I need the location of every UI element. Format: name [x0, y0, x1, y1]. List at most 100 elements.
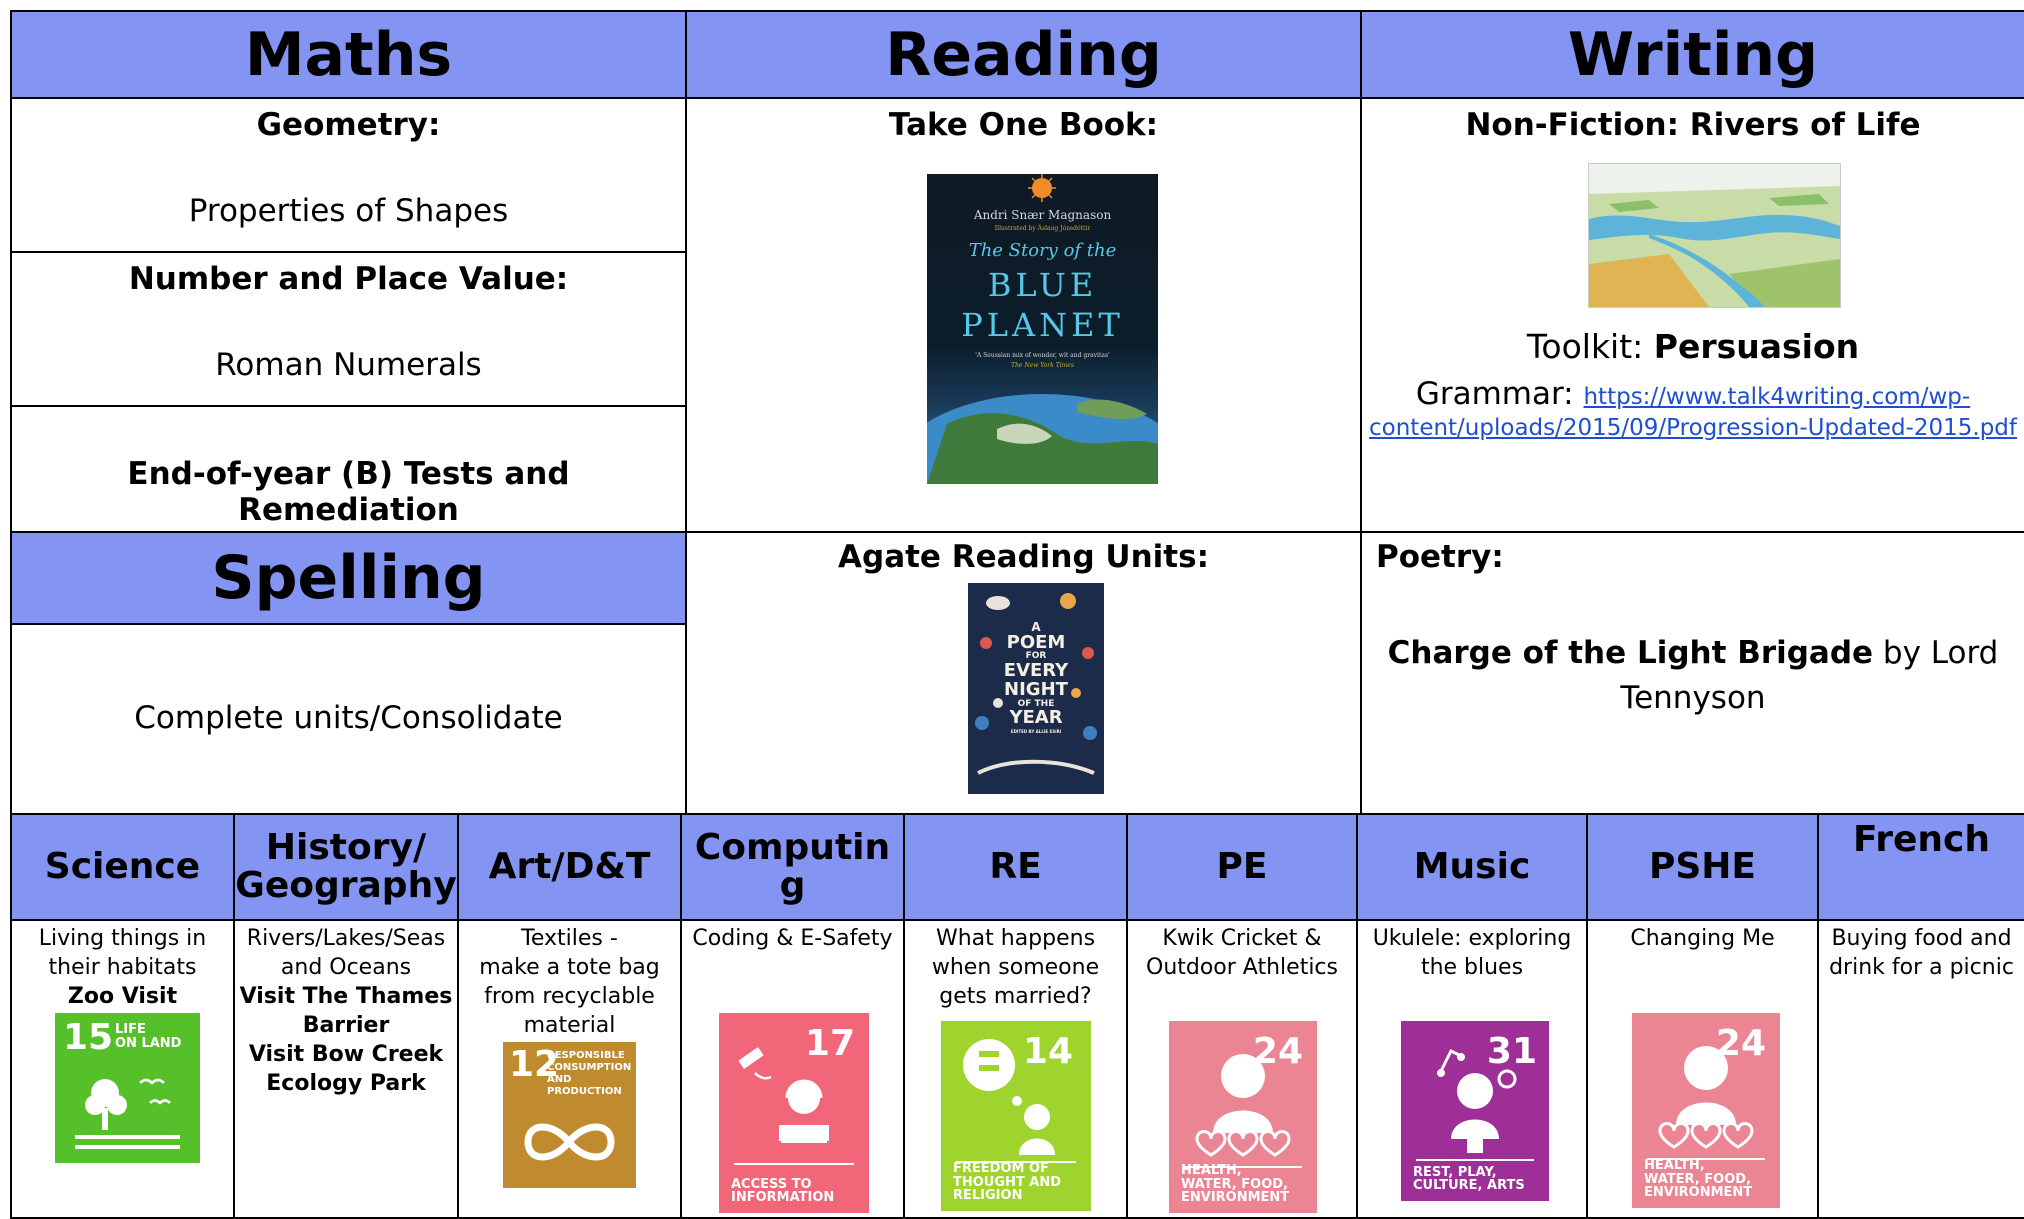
music-title: Music	[1413, 846, 1531, 888]
re-header: RE	[903, 813, 1128, 921]
book1-title-line1: The Story of the	[968, 240, 1117, 261]
music-line2: the blues	[1420, 955, 1524, 981]
maths-number-cell: Number and Place Value: Roman Numerals	[10, 251, 687, 407]
right24a-cap1: HEALTH,	[1181, 1163, 1242, 1179]
sdg15-text1: LIFE	[115, 1022, 146, 1037]
pshe-header: PSHE	[1586, 813, 1819, 921]
right24a-cap3: ENVIRONMENT	[1181, 1190, 1290, 1206]
sdg15-art	[75, 1078, 180, 1149]
pe-title: PE	[1216, 846, 1268, 888]
science-header: Science	[10, 813, 235, 921]
reading-header: Reading	[685, 10, 1362, 99]
art-line1: Textiles -	[521, 926, 618, 951]
science-bold1: Zoo Visit	[67, 984, 178, 1010]
poem-editor: EDITED BY ALLIE ESIRI	[1010, 729, 1062, 735]
poem-by-line1: by Lord	[1873, 635, 1999, 671]
french-header: French	[1817, 813, 2024, 921]
right14-cap3: RELIGION	[953, 1188, 1023, 1204]
re-title: RE	[989, 846, 1042, 888]
pe-line1: Kwik Cricket &	[1162, 926, 1322, 951]
geometry-heading: Geometry:	[256, 107, 441, 143]
poem-line1: A	[1031, 620, 1041, 634]
reading-agate-cell: Agate Reading Units: A POEM FOR EVERY NI…	[685, 531, 1362, 815]
computing-line1: Coding & E-Safety	[692, 926, 893, 951]
re-line2: when someone	[931, 955, 1100, 981]
writing-nonfiction-cell: Non-Fiction: Rivers of Life Toolkit: Per…	[1360, 97, 2024, 533]
agate-heading: Agate Reading Units:	[838, 539, 1209, 575]
writing-title: Writing	[1567, 19, 1819, 90]
french-line2: drink for a picnic	[1829, 955, 2014, 981]
book1-illustrator: Illustrated by Áslaug Jónsdóttir	[994, 225, 1091, 232]
science-line1: Living things in	[38, 926, 207, 951]
river-landscape-art	[1589, 164, 1840, 307]
pe-line2: Outdoor Athletics	[1146, 955, 1338, 981]
french-title: French	[1852, 819, 1991, 860]
sdg15-life-on-land-icon: 15 LIFE ON LAND	[55, 1013, 200, 1163]
grammar-link-line2[interactable]: content/uploads/2015/09/Progression-Upda…	[1369, 415, 2017, 442]
right24a-cap2: WATER, FOOD,	[1181, 1176, 1288, 1192]
reading-take-one-cell: Take One Book: Andri Snær Magnason Illus…	[685, 97, 1362, 533]
river-landscape-image	[1588, 163, 1841, 308]
book1-title-line2: BLUE	[987, 266, 1098, 304]
right31-cap2: CULTURE, ARTS	[1413, 1178, 1525, 1194]
art-line2: make a tote bag	[479, 955, 660, 981]
sdg12-infinity-art	[524, 1123, 615, 1161]
right24b-cap3: ENVIRONMENT	[1644, 1185, 1753, 1201]
right31-cap1: REST, PLAY,	[1413, 1164, 1497, 1180]
maths-header: Maths	[10, 10, 687, 99]
computing-cell: Coding & E-Safety 17 ACCESS TO INFORMATI…	[680, 919, 905, 1219]
right17-cap2: INFORMATION	[731, 1190, 835, 1206]
right14-number: 14	[1022, 1031, 1073, 1072]
sdg15-text2: ON LAND	[115, 1036, 182, 1052]
music-line1: Ukulele: exploring	[1372, 926, 1572, 951]
blue-planet-art	[927, 174, 1158, 484]
poem-book-cover: A POEM FOR EVERY NIGHT OF THE YEAR EDITE…	[968, 583, 1104, 794]
right31-number: 31	[1486, 1031, 1537, 1072]
reading-title: Reading	[885, 19, 1162, 90]
number-heading: Number and Place Value:	[128, 261, 569, 297]
french-line1: Buying food and	[1831, 926, 2012, 951]
french-cell: Buying food and drink for a picnic	[1817, 919, 2024, 1219]
book1-quote: 'A Seussian mix of wonder, wit and gravi…	[975, 352, 1110, 359]
poetry-heading: Poetry:	[1376, 539, 1504, 575]
sdg12-text3: AND PRODUCTION	[547, 1074, 622, 1097]
computing-header: Computin g	[680, 813, 905, 921]
spelling-cell: Complete units/Consolidate	[10, 623, 687, 815]
history-title-line1: History/	[265, 827, 427, 869]
pshe-line1: Changing Me	[1630, 926, 1775, 951]
pshe-title: PSHE	[1648, 846, 1757, 888]
grammar-link-line1[interactable]: https://www.talk4writing.com/wp-	[1583, 384, 1971, 410]
right17-art	[734, 1047, 854, 1165]
blue-planet-book-cover: Andri Snær Magnason Illustrated by Áslau…	[927, 174, 1158, 484]
poem-line3: FOR	[1025, 651, 1047, 662]
maths-title: Maths	[244, 19, 453, 90]
poem-line5: NIGHT	[1004, 678, 1068, 700]
music-header: Music	[1356, 813, 1588, 921]
right14-cap2: THOUGHT AND	[953, 1174, 1062, 1190]
right17-cap1: ACCESS TO	[731, 1176, 812, 1192]
spelling-content: Complete units/Consolidate	[134, 700, 563, 736]
music-cell: Ukulele: exploring the blues 31 REST, PL…	[1356, 919, 1588, 1219]
right14-cap1: FREEDOM OF	[953, 1161, 1049, 1177]
right31-rest-play-culture-icon: 31 REST, PLAY, CULTURE, ARTS	[1401, 1021, 1549, 1201]
history-line2: and Oceans	[280, 955, 412, 981]
science-line2: their habitats	[48, 955, 197, 981]
poem-book-art	[975, 593, 1097, 775]
history-line1: Rivers/Lakes/Seas	[246, 926, 446, 951]
right31-art	[1416, 1048, 1534, 1161]
art-dt-cell: Textiles - make a tote bag from recyclab…	[457, 919, 682, 1219]
sdg15-number: 15	[63, 1017, 114, 1058]
art-line3: from recyclable	[484, 984, 655, 1010]
history-bold4: Ecology Park	[266, 1071, 426, 1097]
sdg12-text2: CONSUMPTION	[547, 1062, 632, 1073]
right24b-art	[1647, 1046, 1765, 1160]
maths-geometry-cell: Geometry: Properties of Shapes	[10, 97, 687, 253]
grammar-label: Grammar:	[1415, 376, 1584, 412]
science-title: Science	[44, 846, 201, 888]
right24-health-water-food-icon: 24 HEALTH, WATER, FOOD, ENVIRONMENT	[1169, 1021, 1317, 1213]
book1-quote-source: The New York Times	[1011, 362, 1074, 369]
history-geography-cell: Rivers/Lakes/Seas and Oceans Visit The T…	[233, 919, 459, 1219]
poem-title: Charge of the Light Brigade	[1387, 635, 1874, 671]
right24b-health-water-food-icon: 24 HEALTH, WATER, FOOD, ENVIRONMENT	[1632, 1013, 1780, 1208]
right17-number: 17	[804, 1023, 855, 1064]
